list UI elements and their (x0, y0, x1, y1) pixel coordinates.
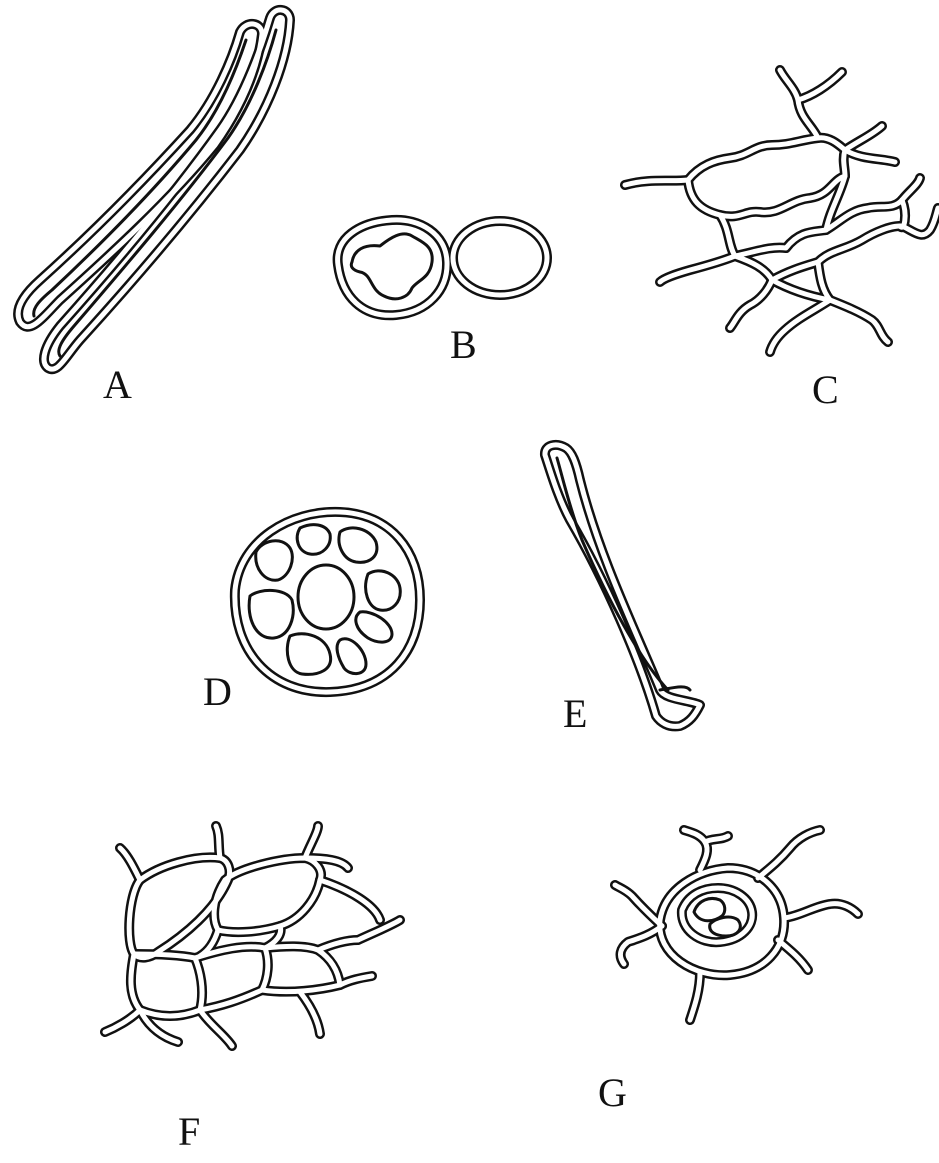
label-b: B (450, 325, 477, 365)
epidermis-drawing-c (625, 70, 938, 352)
label-f: F (178, 1112, 200, 1152)
fibre-drawing-e (545, 445, 700, 726)
label-a: A (103, 365, 132, 405)
section-drawing-d (235, 512, 420, 692)
label-c: C (812, 370, 839, 410)
label-d: D (203, 672, 232, 712)
stoma-drawing-g (615, 830, 858, 1020)
epidermis-drawing-f (105, 826, 400, 1046)
cell-drawing-b (338, 220, 547, 315)
fibre-drawing-a (18, 10, 290, 369)
label-e: E (563, 694, 587, 734)
label-g: G (598, 1073, 627, 1113)
